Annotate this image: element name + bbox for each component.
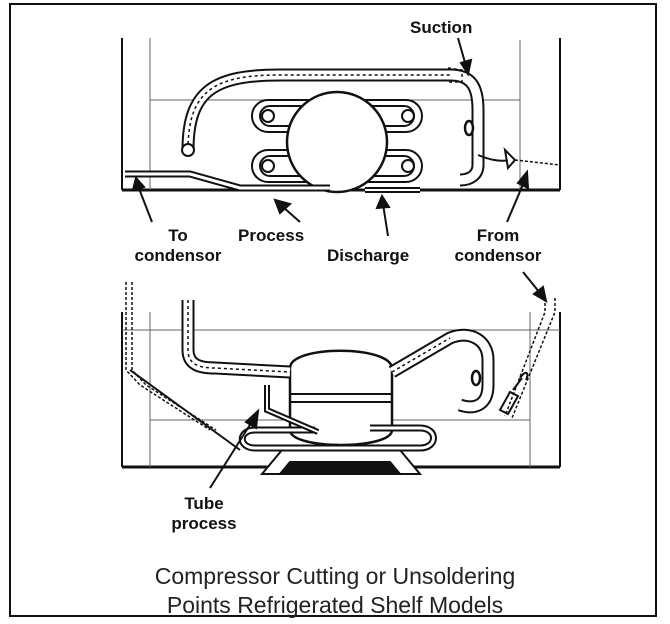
- process-label: Process: [238, 226, 305, 245]
- bottom-to-condensor-line: [125, 282, 241, 451]
- from-condensor-label: From condensor: [438, 226, 558, 266]
- tube-process-line2: process: [171, 514, 237, 533]
- to-condensor-label: To condensor: [123, 226, 233, 266]
- caption-line-2: Points Refrigerated Shelf Models: [166, 592, 504, 618]
- bottom-compressor: [259, 349, 423, 475]
- bottom-suction-line: [181, 300, 495, 414]
- from-condensor-line1: From: [476, 226, 520, 245]
- leader-arrows: [131, 37, 548, 489]
- caption-line-1: Compressor Cutting or Unsoldering: [154, 563, 516, 589]
- suction-label: Suction: [410, 18, 473, 37]
- top-from-condensor-line: [477, 147, 561, 171]
- top-to-condensor-line: [125, 170, 330, 192]
- bottom-tube-process: [264, 385, 320, 435]
- discharge-label: Discharge: [327, 246, 410, 265]
- tube-process-line1: Tube: [184, 494, 224, 513]
- tube-process-label: Tube process: [158, 494, 250, 534]
- top-suction-line: [181, 67, 485, 187]
- to-condensor-line1: To: [168, 226, 188, 245]
- to-condensor-line2: condensor: [134, 246, 222, 265]
- from-condensor-line2: condensor: [454, 246, 542, 265]
- top-compressor: [285, 90, 389, 194]
- bottom-from-condensor-line: [498, 298, 556, 419]
- figure-frame: [9, 3, 657, 617]
